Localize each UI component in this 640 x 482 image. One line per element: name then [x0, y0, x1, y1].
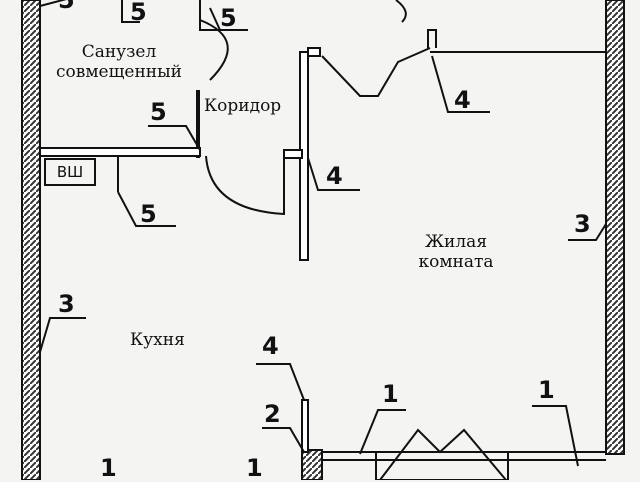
balcony-door-leaves — [379, 428, 507, 480]
top-left-partition — [121, 0, 140, 23]
top-right-door — [427, 29, 437, 48]
corridor-door — [205, 155, 285, 216]
living-room-label: Жилая комната — [396, 232, 516, 272]
callout-1-bottom-left-a: 1 — [100, 454, 117, 482]
callout-3-right-wall: 3 — [574, 210, 591, 238]
leader-4-living — [431, 55, 490, 113]
callout-5-top-left: 5 — [58, 0, 75, 14]
balcony-door-frame — [375, 451, 509, 480]
bathroom-door-arc — [199, 19, 229, 81]
callout-5-top-center-right: 5 — [220, 4, 237, 32]
callout-3-left-wall: 3 — [58, 290, 75, 318]
leader-3-right — [568, 223, 607, 241]
leader-1-left — [359, 409, 406, 455]
callout-4-kitchen-partition: 4 — [262, 332, 279, 360]
bathroom-label: Санузел совмещенный — [42, 42, 196, 82]
bathroom-label-line1: Санузел — [81, 42, 157, 62]
corridor-label: Коридор — [204, 96, 282, 116]
leader-5-top-center — [209, 7, 248, 31]
living-room-label-line2: комната — [418, 252, 494, 272]
callout-1-bottom-left-b: 1 — [246, 454, 263, 482]
kitchen-label: Кухня — [130, 330, 185, 350]
upper-partition — [307, 47, 321, 57]
callout-5-top-center-left: 5 — [130, 0, 147, 26]
living-door — [321, 47, 431, 97]
kitchen-partition — [301, 399, 309, 453]
callout-4-corridor-partition: 4 — [326, 162, 343, 190]
callout-4-living-door: 4 — [454, 86, 471, 114]
ventilation-shaft-box: ВШ — [44, 158, 96, 186]
leader-1-right — [532, 405, 579, 467]
bathroom-bottom-wall — [39, 147, 201, 157]
top-center-partition — [199, 0, 220, 31]
callout-5-shaft: 5 — [140, 200, 157, 228]
leader-4-corridor — [307, 157, 360, 191]
callout-1-window-right: 1 — [538, 376, 555, 404]
left-outer-wall — [21, 0, 41, 480]
right-outer-wall — [605, 0, 625, 455]
bathroom-label-line2: совмещенный — [56, 62, 182, 82]
bottom-wall-stub — [301, 449, 323, 480]
living-room-label-line1: Жилая — [424, 232, 488, 252]
callout-5-bathroom-door: 5 — [150, 98, 167, 126]
leader-5-shaft — [117, 191, 176, 227]
corridor-partition-cap — [283, 149, 303, 159]
top-door-arc — [395, 0, 407, 23]
callout-2-balcony-wall: 2 — [264, 400, 281, 428]
leader-5-bathroom-door — [148, 125, 201, 151]
leader-top-left — [39, 0, 67, 7]
leader-2 — [262, 427, 305, 453]
leader-3-left — [39, 317, 86, 353]
callout-1-window-left: 1 — [382, 380, 399, 408]
leader-4-kitchen — [256, 363, 305, 401]
